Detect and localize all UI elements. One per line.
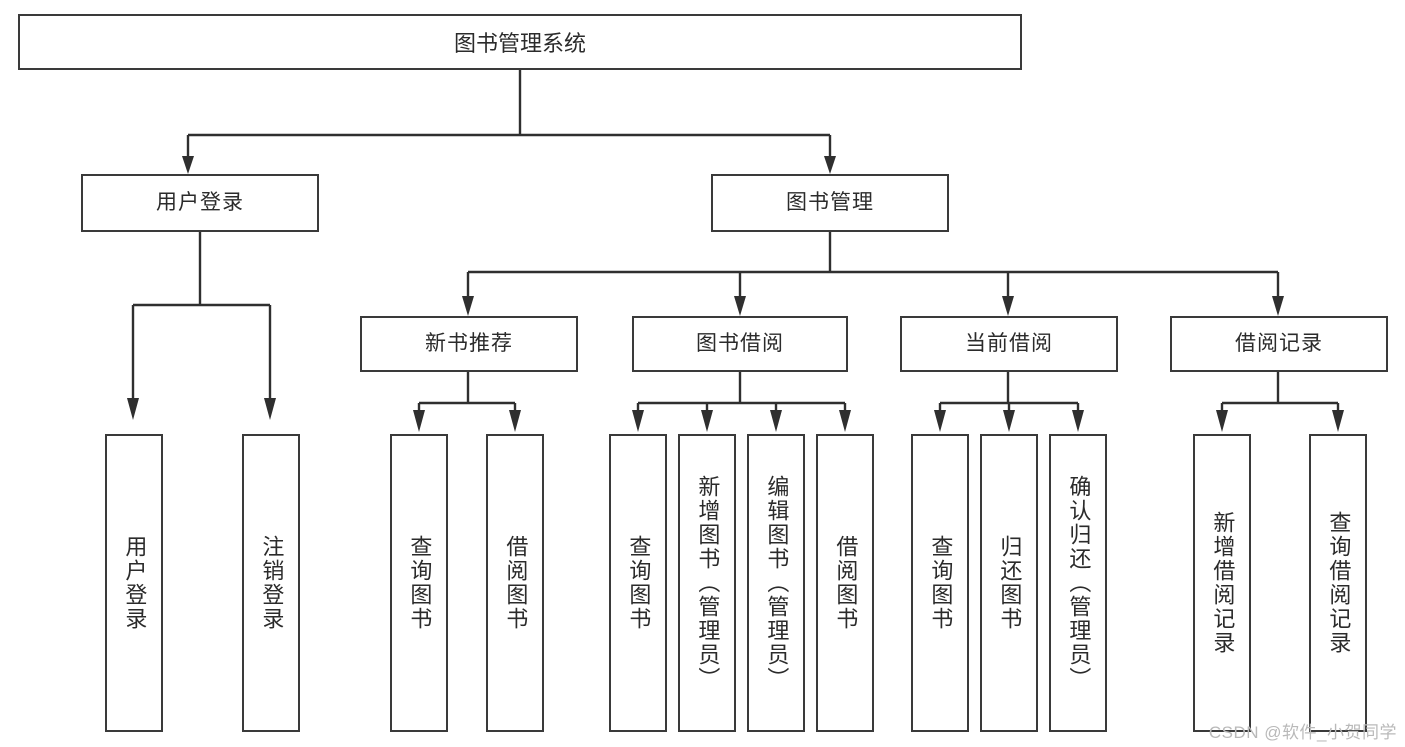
node-book-management[interactable]: 图书管理: [711, 174, 949, 232]
leaf-borrow-add-book-admin[interactable]: 新增图书（管理员）: [678, 434, 736, 732]
leaf-borrow-borrow-book[interactable]: 借阅图书: [816, 434, 874, 732]
arrow-bookmgmt-to-borrow: [734, 296, 746, 316]
leaf-current-query-book[interactable]: 查询图书: [911, 434, 969, 732]
node-root[interactable]: 图书管理系统: [18, 14, 1022, 70]
node-new-book-recommend-label: 新书推荐: [425, 332, 513, 356]
leaf-record-query-record-label: 查询借阅记录: [1326, 511, 1352, 655]
arrow-root-to-login: [182, 156, 194, 174]
arrow-borrow-to-leaf2: [701, 410, 713, 432]
leaf-borrow-borrow-book-label: 借阅图书: [833, 535, 859, 631]
node-book-management-label: 图书管理: [786, 191, 874, 215]
leaf-user-login[interactable]: 用户登录: [105, 434, 163, 732]
arrow-current-to-leaf2: [1003, 410, 1015, 432]
leaf-user-login-label: 用户登录: [122, 535, 148, 631]
leaf-newbook-query-book-label: 查询图书: [407, 535, 433, 631]
leaf-current-confirm-return-admin-label: 确认归还（管理员）: [1066, 475, 1092, 691]
leaf-record-query-record[interactable]: 查询借阅记录: [1309, 434, 1367, 732]
leaf-newbook-query-book[interactable]: 查询图书: [390, 434, 448, 732]
arrow-newbook-to-leaf2: [509, 410, 521, 432]
arrow-borrow-to-leaf3: [770, 410, 782, 432]
node-root-label: 图书管理系统: [453, 31, 586, 56]
leaf-current-confirm-return-admin[interactable]: 确认归还（管理员）: [1049, 434, 1107, 732]
arrow-current-to-leaf3: [1072, 410, 1084, 432]
arrow-root-to-bookmgmt: [824, 156, 836, 174]
arrow-record-to-leaf2: [1332, 410, 1344, 432]
leaf-record-add-record[interactable]: 新增借阅记录: [1193, 434, 1251, 732]
leaf-record-add-record-label: 新增借阅记录: [1210, 511, 1236, 655]
leaf-current-return-book[interactable]: 归还图书: [980, 434, 1038, 732]
arrow-borrow-to-leaf1: [632, 410, 644, 432]
csdn-watermark: CSDN @软件_小贺同学: [1208, 723, 1397, 742]
node-current-borrow[interactable]: 当前借阅: [900, 316, 1118, 372]
arrow-borrow-to-leaf4: [839, 410, 851, 432]
leaf-borrow-edit-book-admin[interactable]: 编辑图书（管理员）: [747, 434, 805, 732]
leaf-logout-label: 注销登录: [259, 535, 285, 631]
arrow-login-to-leaf2: [264, 398, 276, 420]
leaf-borrow-query-book[interactable]: 查询图书: [609, 434, 667, 732]
leaf-borrow-add-book-admin-label: 新增图书（管理员）: [695, 475, 721, 691]
leaf-newbook-borrow-book[interactable]: 借阅图书: [486, 434, 544, 732]
leaf-current-return-book-label: 归还图书: [997, 535, 1023, 631]
leaf-logout[interactable]: 注销登录: [242, 434, 300, 732]
arrow-record-to-leaf1: [1216, 410, 1228, 432]
arrow-bookmgmt-to-current: [1002, 296, 1014, 316]
arrow-login-to-leaf1: [127, 398, 139, 420]
arrow-current-to-leaf1: [934, 410, 946, 432]
node-book-borrow-label: 图书借阅: [696, 332, 784, 356]
leaf-borrow-edit-book-admin-label: 编辑图书（管理员）: [764, 475, 790, 691]
node-user-login[interactable]: 用户登录: [81, 174, 319, 232]
node-current-borrow-label: 当前借阅: [965, 332, 1053, 356]
leaf-newbook-borrow-book-label: 借阅图书: [503, 535, 529, 631]
arrow-newbook-to-leaf1: [413, 410, 425, 432]
node-borrow-record-label: 借阅记录: [1235, 332, 1323, 356]
arrow-bookmgmt-to-record: [1272, 296, 1284, 316]
node-user-login-label: 用户登录: [156, 191, 244, 215]
node-book-borrow[interactable]: 图书借阅: [632, 316, 848, 372]
node-new-book-recommend[interactable]: 新书推荐: [360, 316, 578, 372]
leaf-borrow-query-book-label: 查询图书: [626, 535, 652, 631]
node-borrow-record[interactable]: 借阅记录: [1170, 316, 1388, 372]
leaf-current-query-book-label: 查询图书: [928, 535, 954, 631]
arrow-bookmgmt-to-newbook: [462, 296, 474, 316]
